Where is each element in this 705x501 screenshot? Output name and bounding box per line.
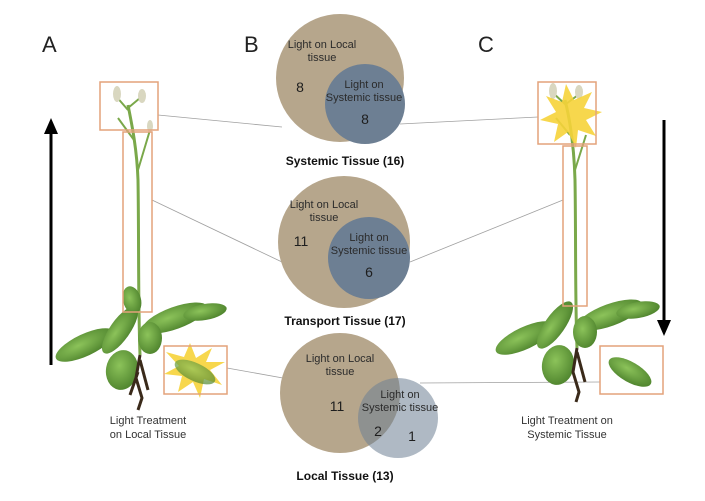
venn-set-a-label: Light on Local [290,199,359,211]
venn-count-only-b: 1 [408,428,416,444]
plant-right [495,83,660,403]
venn-title: Transport Tissue (17) [284,314,405,328]
venn-count-only-a: 11 [330,398,345,414]
venn-count-only-a: 11 [294,233,309,249]
venn-set-b-circle [328,217,410,299]
venn-set-b-label: Light on [349,232,388,244]
venn-set-a-label: Light on Local [306,353,375,365]
upward-arrow [44,118,58,365]
venn-set-b-label: Systemic tissue [362,402,438,414]
venn-set-a-label: tissue [308,52,337,64]
caption-left: on Local Tissue [110,429,186,441]
venn-set-b-label: Systemic tissue [331,245,407,257]
venn-count-overlap: 8 [361,111,369,127]
panel-label-a: A [42,32,57,57]
venn-count-overlap: 6 [365,264,373,280]
venn-count-overlap: 2 [374,423,382,439]
caption-right: Systemic Tissue [527,429,606,441]
venn-set-a-label: Light on Local [288,39,357,51]
venn-systemic: Light on Local tissue Light on Systemic … [276,14,405,168]
panel-label-b: B [244,32,259,57]
venn-title: Local Tissue (13) [296,469,393,483]
venn-count-only-a: 8 [296,79,304,95]
light-burst-icon [540,84,602,148]
connector-lines [151,114,601,384]
tissue-boxes-right [537,81,664,395]
venn-transport: Light on Local tissue Light on Systemic … [278,176,410,328]
venn-set-b-label: Light on [380,389,419,401]
caption-left: Light Treatment [110,415,186,427]
venn-title: Systemic Tissue (16) [286,154,405,168]
venn-set-a-label: tissue [310,212,339,224]
venn-set-b-circle [325,64,405,144]
panel-label-c: C [478,32,494,57]
tissue-boxes-left [99,81,228,395]
downward-arrow [657,120,671,336]
venn-set-b-label: Light on [344,79,383,91]
caption-right: Light Treatment on [521,415,613,427]
venn-set-b-circle [358,378,438,458]
venn-local: Light on Local tissue Light on Systemic … [280,333,438,483]
venn-set-b-label: Systemic tissue [326,92,402,104]
venn-set-a-label: tissue [326,366,355,378]
plant-left [55,86,227,411]
